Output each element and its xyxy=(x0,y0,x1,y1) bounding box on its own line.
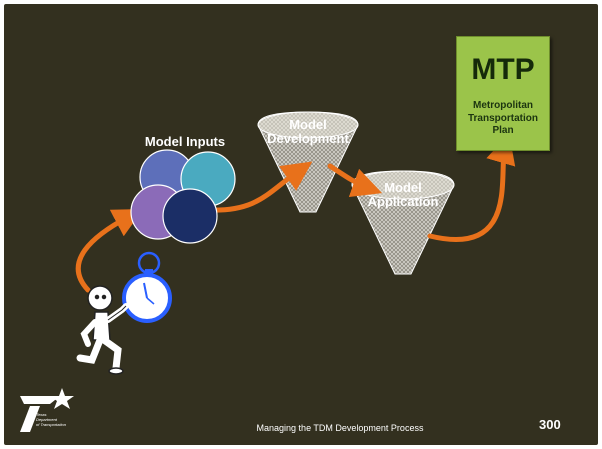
footer-title: Managing the TDM Development Process xyxy=(256,423,424,433)
model-inputs-circles xyxy=(130,149,236,244)
mtp-title: MTP xyxy=(471,53,535,86)
stopwatch-icon xyxy=(122,251,172,323)
arrow-inputs-to-development xyxy=(205,161,313,213)
arrow-application-to-mtp xyxy=(427,133,516,242)
mtp-box: MTP Metropolitan Transportation Plan xyxy=(456,36,550,151)
model-inputs-label: Model Inputs xyxy=(144,134,226,149)
arrow-person-to-inputs xyxy=(75,209,144,293)
model-application-label: Model Application xyxy=(367,180,439,209)
model-development-label: Model Development xyxy=(267,117,349,146)
arrow-development-to-application xyxy=(327,163,383,197)
running-person-figure xyxy=(76,285,129,375)
mtp-subtitle: Metropolitan Transportation Plan xyxy=(467,100,538,136)
txdot-logo xyxy=(20,388,74,432)
txdot-logo-text: Texas Department of Transportation xyxy=(36,412,66,427)
page-number: 300 xyxy=(539,417,561,432)
